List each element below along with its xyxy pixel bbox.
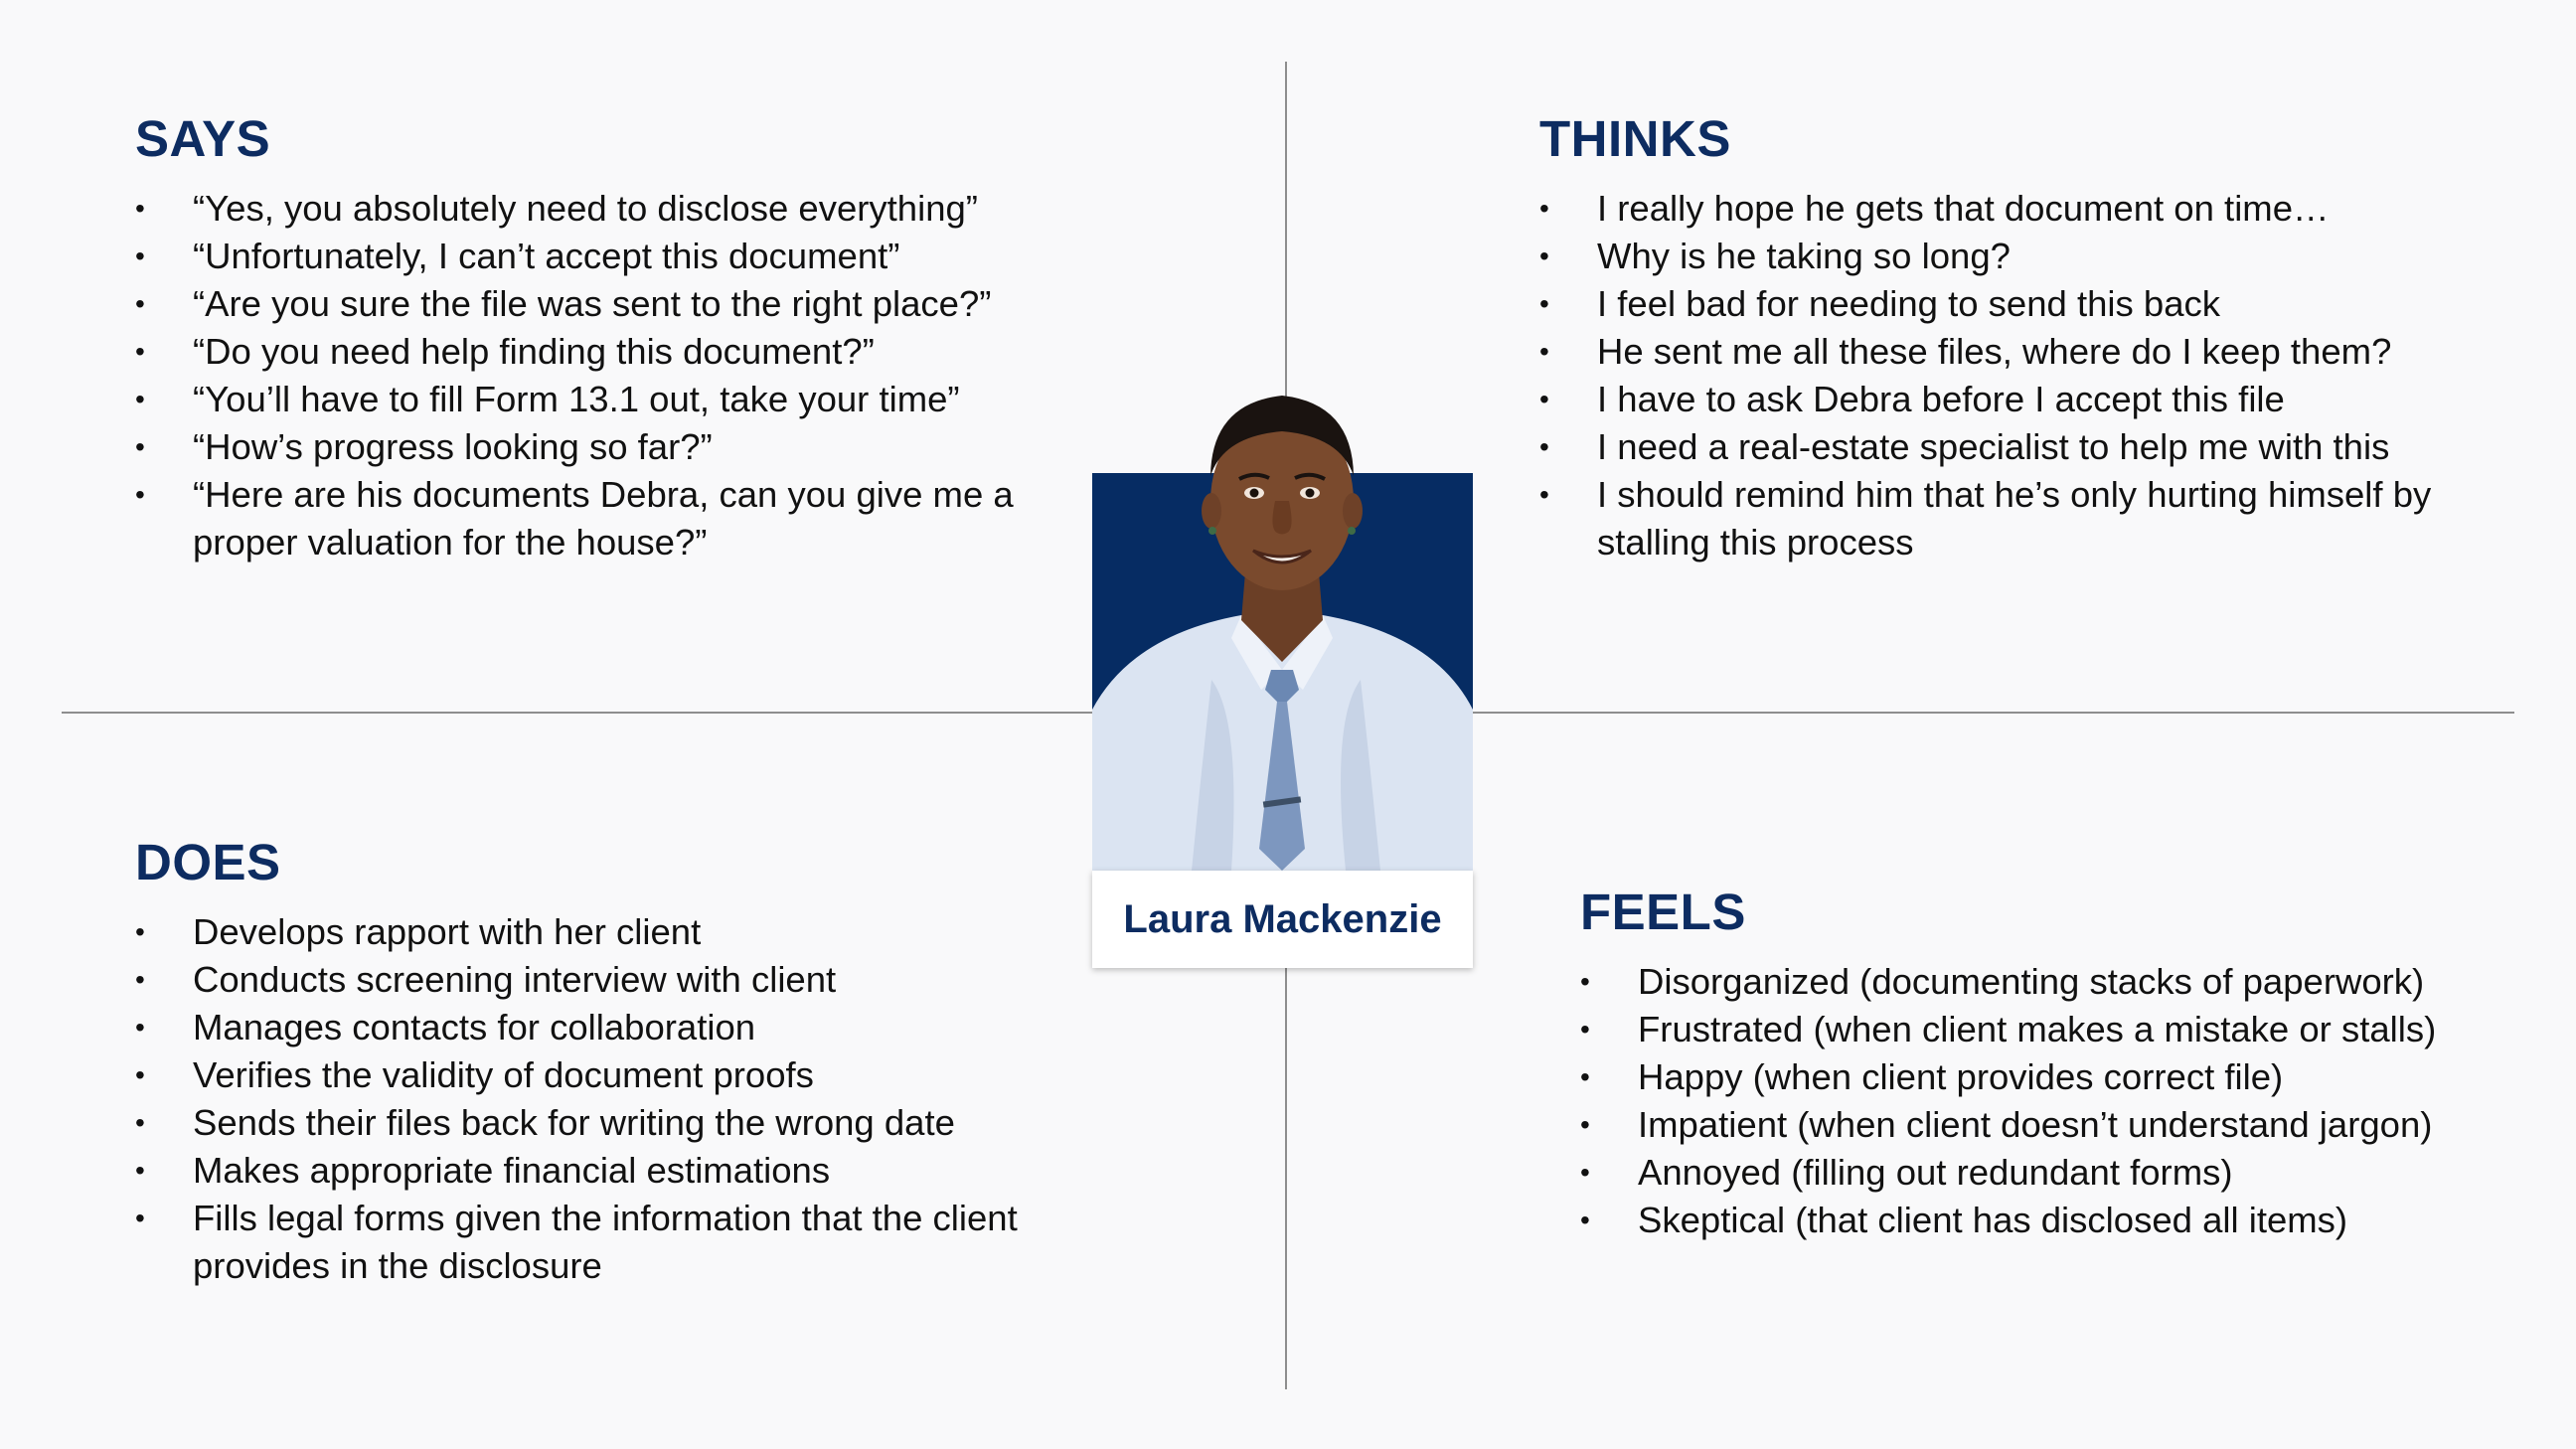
thinks-item: •I have to ask Debra before I accept thi… [1539, 376, 2533, 423]
bullet-icon: • [135, 336, 145, 368]
says-item: •“Do you need help finding this document… [135, 328, 1129, 376]
bullet-icon: • [1539, 336, 1549, 368]
says-item: •“Are you sure the file was sent to the … [135, 280, 1129, 328]
does-item: •Conducts screening interview with clien… [135, 956, 1129, 1004]
feels-item: •Frustrated (when client makes a mistake… [1580, 1006, 2574, 1053]
says-item: •“Unfortunately, I can’t accept this doc… [135, 233, 1129, 280]
thinks-quadrant: THINKS •I really hope he gets that docum… [1539, 110, 2533, 566]
says-list: •“Yes, you absolutely need to disclose e… [135, 185, 1129, 566]
thinks-item: •I really hope he gets that document on … [1539, 185, 2533, 233]
bullet-icon: • [135, 1012, 145, 1044]
does-title: DOES [135, 834, 281, 890]
bullet-icon: • [135, 288, 145, 320]
bullet-icon: • [1580, 1014, 1590, 1046]
does-item: •Verifies the validity of document proof… [135, 1051, 1129, 1099]
says-item: •“Yes, you absolutely need to disclose e… [135, 185, 1129, 233]
bullet-icon: • [135, 1155, 145, 1187]
bullet-icon: • [135, 193, 145, 225]
feels-list: •Disorganized (documenting stacks of pap… [1580, 958, 2574, 1244]
bullet-icon: • [135, 964, 145, 996]
bullet-icon: • [1539, 288, 1549, 320]
persona-name-card: Laura Mackenzie [1092, 871, 1473, 968]
bullet-icon: • [1539, 193, 1549, 225]
bullet-icon: • [135, 241, 145, 272]
bullet-icon: • [135, 916, 145, 948]
says-item: •“You’ll have to fill Form 13.1 out, tak… [135, 376, 1129, 423]
thinks-item: •I feel bad for needing to send this bac… [1539, 280, 2533, 328]
feels-quadrant: FEELS •Disorganized (documenting stacks … [1580, 884, 2574, 1244]
does-item: •Manages contacts for collaboration [135, 1004, 1129, 1051]
says-item: •“Here are his documents Debra, can you … [135, 471, 1067, 566]
bullet-icon: • [135, 1059, 145, 1091]
thinks-list: •I really hope he gets that document on … [1539, 185, 2533, 566]
bullet-icon: • [135, 384, 145, 415]
bullet-icon: • [1580, 1061, 1590, 1093]
persona-card: Laura Mackenzie [1092, 382, 1473, 968]
persona-name: Laura Mackenzie [1123, 896, 1442, 941]
does-quadrant: DOES •Develops rapport with her client •… [135, 834, 1129, 1290]
does-list: •Develops rapport with her client •Condu… [135, 908, 1129, 1290]
bullet-icon: • [135, 479, 145, 511]
bullet-icon: • [1539, 431, 1549, 463]
says-quadrant: SAYS •“Yes, you absolutely need to discl… [135, 110, 1129, 566]
bullet-icon: • [1580, 1157, 1590, 1189]
thinks-item: •I need a real-estate specialist to help… [1539, 423, 2533, 471]
bullet-icon: • [1539, 479, 1549, 511]
bullet-icon: • [1580, 966, 1590, 998]
feels-item: •Impatient (when client doesn’t understa… [1580, 1101, 2574, 1149]
does-item: •Fills legal forms given the information… [135, 1195, 1067, 1290]
bullet-icon: • [1580, 1205, 1590, 1236]
feels-item: •Skeptical (that client has disclosed al… [1580, 1197, 2574, 1244]
bullet-icon: • [135, 1203, 145, 1234]
bullet-icon: • [1539, 384, 1549, 415]
thinks-item: •Why is he taking so long? [1539, 233, 2533, 280]
does-item: •Sends their files back for writing the … [135, 1099, 1129, 1147]
feels-item: •Annoyed (filling out redundant forms) [1580, 1149, 2574, 1197]
bullet-icon: • [135, 431, 145, 463]
thinks-title: THINKS [1539, 110, 1731, 167]
bullet-icon: • [135, 1107, 145, 1139]
persona-portrait [1092, 396, 1473, 871]
thinks-item: •He sent me all these files, where do I … [1539, 328, 2533, 376]
says-title: SAYS [135, 110, 271, 167]
does-item: •Develops rapport with her client [135, 908, 1129, 956]
thinks-item: •I should remind him that he’s only hurt… [1539, 471, 2492, 566]
feels-item: •Disorganized (documenting stacks of pap… [1580, 958, 2574, 1006]
bullet-icon: • [1580, 1109, 1590, 1141]
bullet-icon: • [1539, 241, 1549, 272]
does-item: •Makes appropriate financial estimations [135, 1147, 1129, 1195]
feels-item: •Happy (when client provides correct fil… [1580, 1053, 2574, 1101]
feels-title: FEELS [1580, 884, 1746, 940]
says-item: •“How’s progress looking so far?” [135, 423, 1129, 471]
